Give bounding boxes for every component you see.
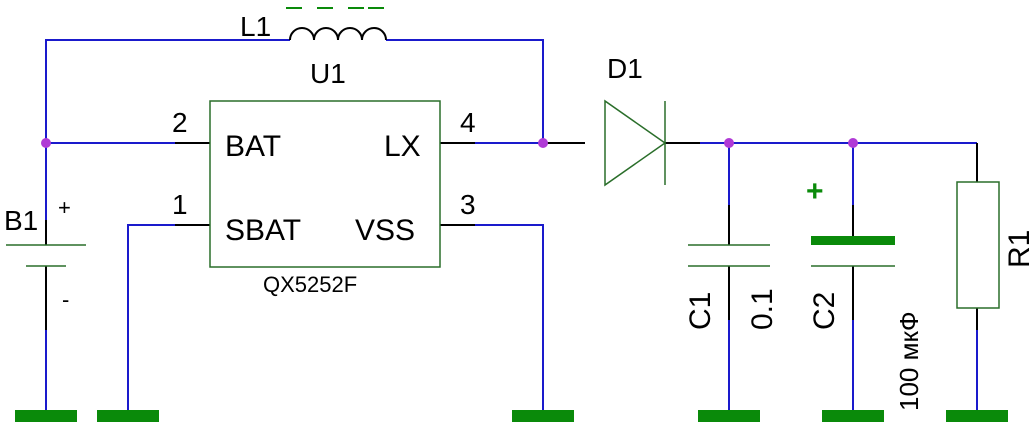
resistor-symbol-icon (956, 181, 1000, 309)
capacitor-c2-ref-label: C2 (808, 292, 841, 330)
ic-ref-label: U1 (310, 58, 346, 89)
wire-vss-to-ground (475, 224, 544, 410)
capacitor-c2-polarity-label: + (806, 175, 824, 208)
ground-icon (97, 410, 159, 422)
battery-plus-label: + (58, 195, 71, 220)
capacitor-c2: + C2 100 мкФ (806, 175, 924, 411)
wire-sbat-to-ground (127, 224, 175, 410)
ic-u1: U1 QX5252F 2 BAT 1 SBAT 4 LX 3 VSS (172, 58, 476, 297)
junction-dot-icon (538, 138, 548, 148)
diode-symbol-icon (604, 99, 667, 187)
grounds (15, 410, 1008, 422)
junction-dot-icon (848, 138, 858, 148)
capacitor-c2-value-label: 100 мкФ (894, 311, 924, 411)
diode-d1: D1 (604, 53, 667, 187)
inductor-symbol-icon (289, 27, 387, 41)
battery-ref-label: B1 (4, 205, 38, 236)
ic-pin-name: SBAT (225, 214, 301, 247)
inductor-l1: L1 (240, 7, 387, 42)
resistor-r1: R1 (956, 181, 1034, 309)
wire-bat-to-inductor (45, 39, 290, 143)
ic-pin-name: BAT (225, 130, 281, 163)
ic-pin-number: 1 (172, 189, 188, 220)
ic-pin-number: 4 (460, 107, 476, 138)
ground-icon (822, 410, 884, 422)
capacitor-c1-ref-label: C1 (684, 292, 717, 330)
ground-icon (15, 410, 77, 422)
diode-ref-label: D1 (607, 53, 643, 84)
ground-icon (698, 410, 760, 422)
inductor-ref-label: L1 (240, 11, 271, 42)
capacitor-c1: C1 0.1 (684, 244, 779, 330)
junction-dot-icon (41, 138, 51, 148)
battery-symbol-icon (6, 244, 86, 267)
ic-pin-name: VSS (355, 214, 415, 247)
junctions (41, 138, 858, 148)
capacitor-c1-value-label: 0.1 (746, 288, 779, 330)
battery-b1: B1 + - (4, 195, 86, 312)
ic-body (209, 100, 441, 268)
polarized-capacitor-symbol-icon (811, 236, 895, 267)
capacitor-symbol-icon (688, 244, 770, 267)
ic-pin-number: 3 (460, 189, 476, 220)
ic-pin-name: LX (384, 130, 421, 163)
wire-inductor-to-lx (386, 39, 544, 143)
ground-icon (946, 410, 1008, 422)
pin-stubs (45, 142, 978, 330)
junction-dot-icon (724, 138, 734, 148)
battery-minus-label: - (62, 287, 69, 312)
ground-icon (512, 410, 574, 422)
resistor-ref-label: R1 (1003, 230, 1034, 268)
ic-part-label: QX5252F (263, 272, 357, 297)
ic-pin-number: 2 (172, 107, 188, 138)
